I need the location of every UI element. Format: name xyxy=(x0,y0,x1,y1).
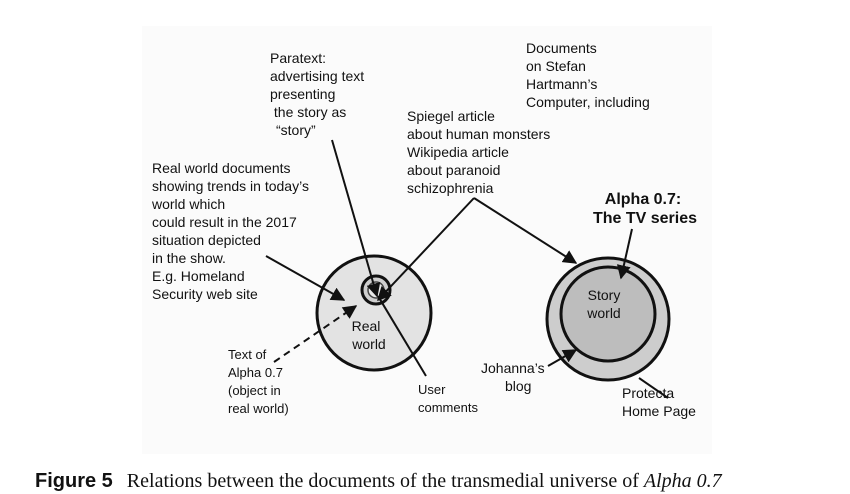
documents-line: Documents xyxy=(526,40,597,56)
real-world-line: Real xyxy=(352,318,381,334)
real-world-circle xyxy=(315,254,433,372)
line-user-comments xyxy=(377,295,427,377)
text-of-alpha-line: Alpha 0.7 xyxy=(228,365,283,380)
user-comments-label: User comments xyxy=(418,382,478,415)
caption-italic-title: Alpha 0.7 xyxy=(643,470,722,492)
story-world-line: Story xyxy=(588,287,621,303)
real-docs-line: situation depicted xyxy=(152,232,261,248)
johannas-blog-line: blog xyxy=(505,378,531,394)
spiegel-wikipedia-label: Spiegel article about human monsters Wik… xyxy=(407,108,550,196)
protecta-line: Home Page xyxy=(622,403,696,419)
paratext-line: presenting xyxy=(270,86,335,102)
protecta-line: Protecta xyxy=(622,385,674,401)
story-world-inner-circle xyxy=(559,265,657,363)
arrow-text-of-alpha xyxy=(273,305,358,363)
figure-caption: Figure 5 Relations between the documents … xyxy=(35,470,722,493)
arrow-blog-to-storyworld xyxy=(547,349,578,367)
real-docs-line: could result in the 2017 xyxy=(152,214,297,230)
arrow-alpha-title-to-storyworld xyxy=(616,228,633,280)
protecta-label: Protecta Home Page xyxy=(622,385,696,419)
johannas-blog-line: Johanna’s xyxy=(481,360,545,376)
documents-line: Computer, including xyxy=(526,94,650,110)
alpha-title-label: Alpha 0.7: The TV series xyxy=(593,191,697,227)
documents-line: on Stefan xyxy=(526,58,586,74)
real-docs-line: Real world documents xyxy=(152,160,291,176)
real-docs-line: showing trends in today’s xyxy=(152,178,309,194)
arrow-paratext-to-story xyxy=(331,139,381,298)
user-comments-line: User xyxy=(418,382,446,397)
arrow-spiegel-to-storyworld xyxy=(473,197,578,264)
paratext-line: the story as xyxy=(270,104,346,120)
diagram-background xyxy=(142,26,712,454)
real-docs-line: E.g. Homeland xyxy=(152,268,245,284)
paratext-line: “story” xyxy=(276,122,316,138)
text-of-alpha-line: (object in xyxy=(228,383,281,398)
johannas-blog-label: Johanna’s blog xyxy=(481,360,545,394)
figure-label: Figure 5 xyxy=(35,470,113,492)
alpha-title-line: Alpha 0.7: xyxy=(605,191,681,208)
real-world-documents-label: Real world documents showing trends in t… xyxy=(151,160,309,302)
text-of-alpha-label: Text of Alpha 0.7 (object in real world) xyxy=(228,347,289,416)
arrow-spiegel-to-story xyxy=(377,197,475,302)
spiegel-line: about human monsters xyxy=(407,126,550,142)
story-world-label: Story world xyxy=(586,287,620,321)
caption-text: Relations between the documents of the t… xyxy=(126,470,644,492)
user-comments-line: comments xyxy=(418,400,478,415)
paratext-label: Paratext: advertising text presenting th… xyxy=(270,50,364,138)
real-docs-line: Security web site xyxy=(152,286,258,302)
paratext-line: advertising text xyxy=(270,68,364,84)
spiegel-line: about paranoid xyxy=(407,162,500,178)
text-of-alpha-line: Text of xyxy=(228,347,267,362)
paratext-line: Paratext: xyxy=(270,50,326,66)
story-world-line: world xyxy=(586,305,620,321)
documents-line: Hartmann’s xyxy=(526,76,597,92)
spiegel-line: Spiegel article xyxy=(407,108,495,124)
arrow-realdocs-to-realworld xyxy=(265,255,346,301)
text-of-alpha-line: real world) xyxy=(228,401,289,416)
real-docs-line: in the show. xyxy=(152,250,226,266)
real-docs-line: world which xyxy=(151,196,225,212)
spiegel-line: schizophrenia xyxy=(407,180,494,196)
alpha-title-line: The TV series xyxy=(593,210,697,227)
real-world-label: Real world xyxy=(351,318,385,352)
spiegel-line: Wikipedia article xyxy=(407,144,509,160)
line-protecta xyxy=(638,377,669,399)
real-world-line: world xyxy=(351,336,385,352)
documents-label: Documents on Stefan Hartmann’s Computer,… xyxy=(526,40,650,110)
